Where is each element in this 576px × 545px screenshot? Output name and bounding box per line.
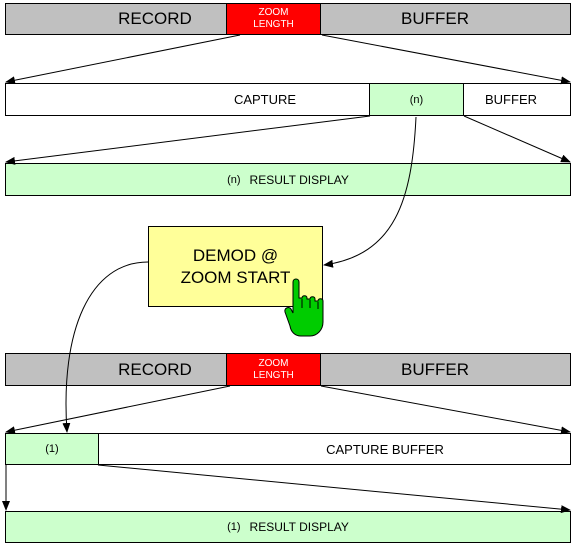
- from-demod-curve-arrow: [62, 261, 149, 433]
- bottom-capture-expand-arrow-right: [97, 464, 571, 514]
- top-result-display-bar: [5, 163, 571, 196]
- pointing-hand-icon: [284, 278, 324, 337]
- top-capture-expand-arrow-right: [463, 115, 571, 163]
- bottom-buffer-label: BUFFER: [401, 359, 469, 379]
- bottom-zoom-length-segment: [226, 353, 321, 386]
- demod-line2: ZOOM START: [180, 267, 291, 287]
- bottom-record-label: RECORD: [118, 359, 192, 379]
- top-zoom-label: ZOOM LENGTH: [226, 3, 321, 35]
- bottom-result-display-bar: [5, 511, 571, 543]
- bottom-zoom-label: ZOOM LENGTH: [226, 353, 321, 386]
- top-result-label: RESULT DISPLAY: [249, 172, 349, 187]
- top-capture-buffer-bar: [5, 83, 571, 116]
- bottom-zoom-label-line1: ZOOM: [258, 357, 289, 369]
- top-buffer-label: BUFFER: [401, 9, 469, 28]
- bottom-result-label: RESULT DISPLAY: [249, 520, 349, 534]
- top-zoom-length-segment: [226, 3, 321, 35]
- top-result-display-label: (n) RESULT DISPLAY: [5, 163, 571, 196]
- demod-label: DEMOD @ ZOOM START: [148, 226, 323, 307]
- bottom-capture-buffer-label: CAPTURE BUFFER: [326, 441, 444, 457]
- top-record-label: RECORD: [118, 9, 192, 28]
- top-capture-expand-arrow-left: [5, 115, 371, 165]
- bottom-zoom-label-line2: LENGTH: [253, 369, 294, 381]
- bottom-result-index: (1): [227, 521, 241, 533]
- bottom-zoom-expand-arrow-left: [5, 385, 231, 435]
- bottom-zoom-expand-arrow-right: [320, 385, 571, 435]
- top-capture-label: CAPTURE: [233, 92, 297, 107]
- top-result-index: (n): [227, 173, 241, 186]
- top-zoom-expand-arrow-left: [5, 34, 241, 85]
- top-capture-zoom-segment: [369, 83, 464, 116]
- top-zoom-label-line2: LENGTH: [253, 19, 294, 30]
- top-zoom-expand-arrow-right: [321, 34, 571, 85]
- top-capture-buffer-label: BUFFER: [485, 92, 537, 107]
- bottom-capture-buffer-bar: [5, 433, 571, 465]
- bottom-result-display-label: (1) RESULT DISPLAY: [5, 511, 571, 543]
- top-zoom-label-line1: ZOOM: [258, 7, 289, 18]
- bottom-capture-zoom-segment: [5, 433, 99, 465]
- demod-line1: DEMOD @: [192, 245, 279, 265]
- bottom-capture-index: (1): [45, 443, 59, 455]
- to-demod-curve-arrow: [323, 116, 417, 268]
- top-capture-index: (n): [409, 93, 424, 106]
